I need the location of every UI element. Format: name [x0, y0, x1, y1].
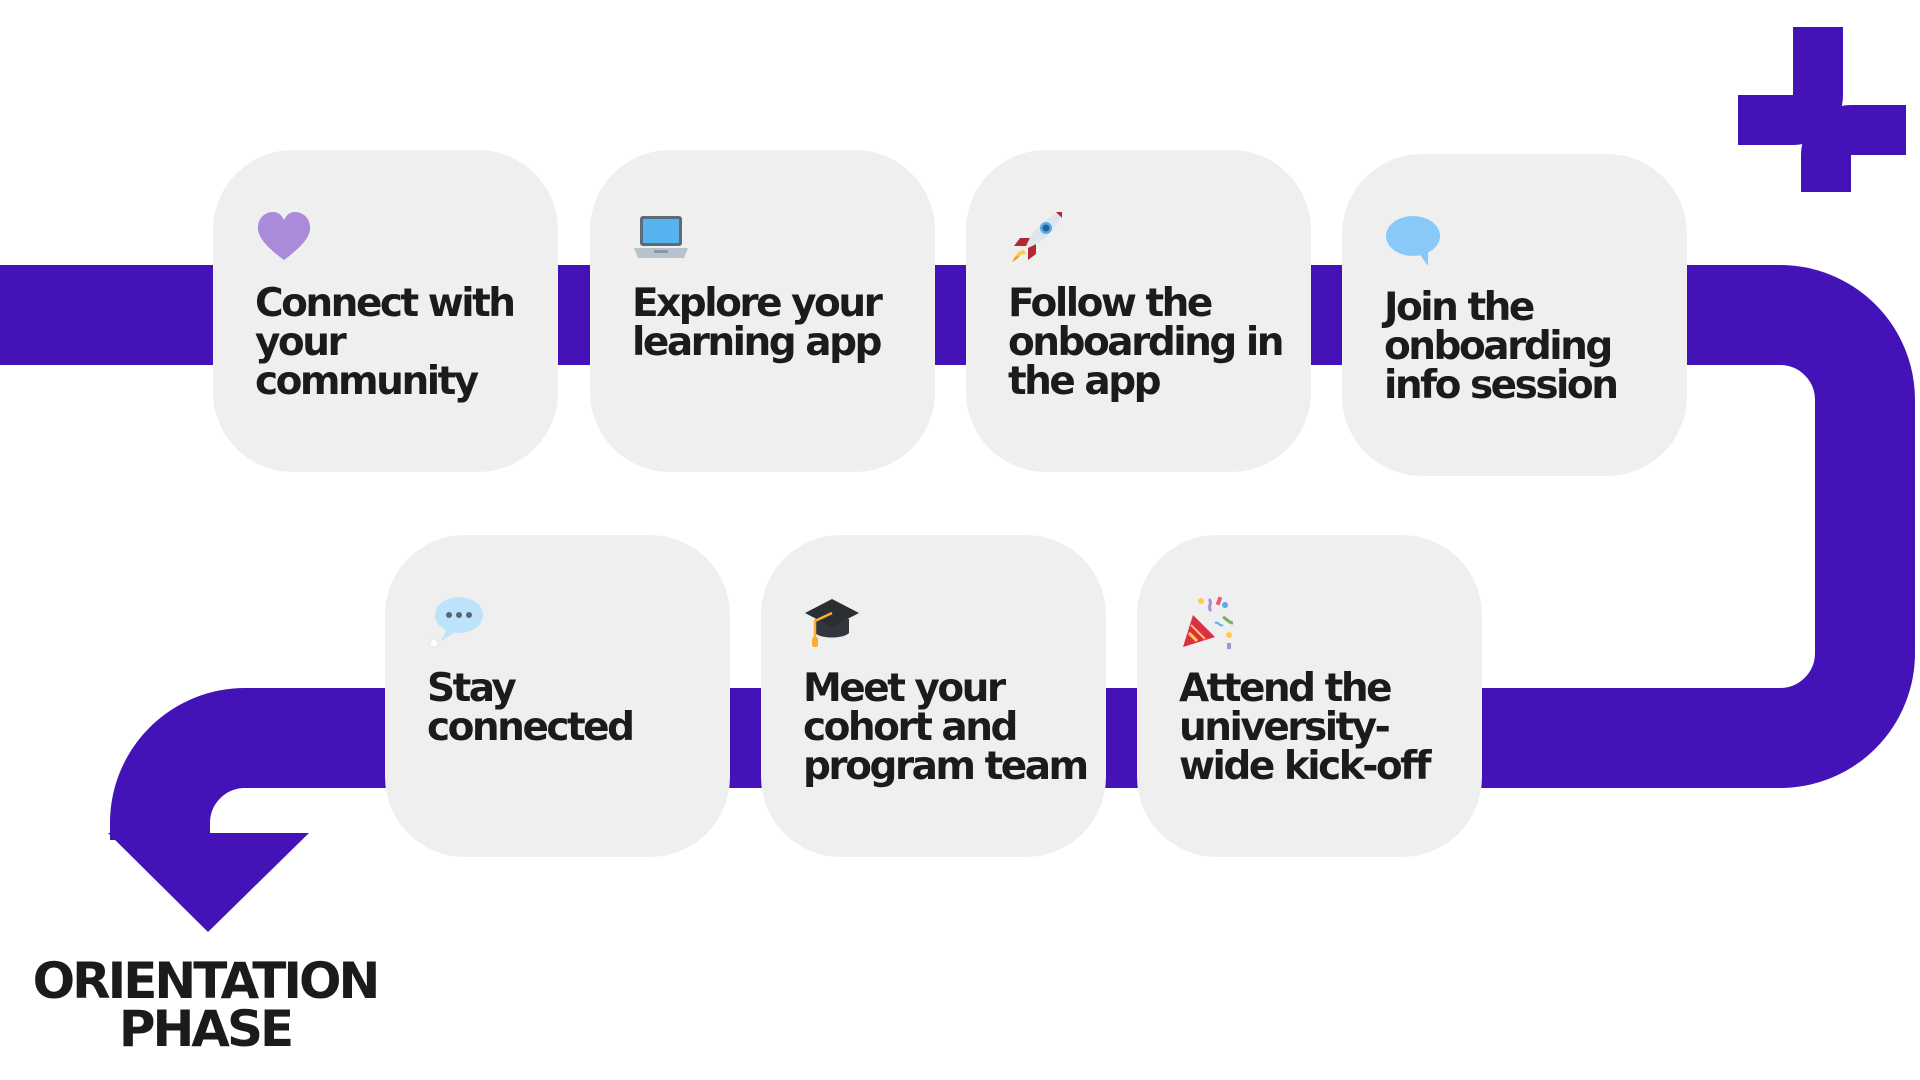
rocket-icon: [1008, 208, 1066, 266]
purple-heart-icon: [255, 208, 313, 266]
party-popper-icon: [1179, 593, 1237, 651]
step-label: Explore your learning app: [632, 281, 883, 365]
flow-path-line: [0, 265, 1915, 840]
step-card-kick-off: Attend the university-wide kick-off: [1137, 535, 1482, 857]
step-label: Join the onboarding info session: [1384, 285, 1619, 408]
graduation-cap-icon: [803, 593, 861, 651]
arrow-head: [108, 833, 309, 932]
laptop-icon: [632, 208, 690, 266]
step-card-connect-community: Connect with your community: [213, 150, 558, 472]
step-card-follow-onboarding: Follow the onboarding in the app: [966, 150, 1311, 472]
brand-logo: [1738, 27, 1906, 192]
step-label: Attend the university-wide kick-off: [1179, 666, 1432, 789]
step-card-explore-app: Explore your learning app: [590, 150, 935, 472]
step-label: Connect with your community: [255, 281, 516, 404]
step-card-stay-connected: Stay connected: [385, 535, 730, 857]
typing-bubble-icon: [427, 593, 485, 651]
step-label: Meet your cohort and program team: [803, 666, 1089, 789]
phase-title: ORIENTATION PHASE: [32, 952, 381, 1058]
step-label: Follow the onboarding in the app: [1008, 281, 1285, 404]
step-card-meet-cohort: Meet your cohort and program team: [761, 535, 1106, 857]
step-label: Stay connected: [427, 666, 635, 750]
step-card-join-session: Join the onboarding info session: [1342, 154, 1687, 476]
speech-bubble-icon: [1384, 212, 1442, 270]
